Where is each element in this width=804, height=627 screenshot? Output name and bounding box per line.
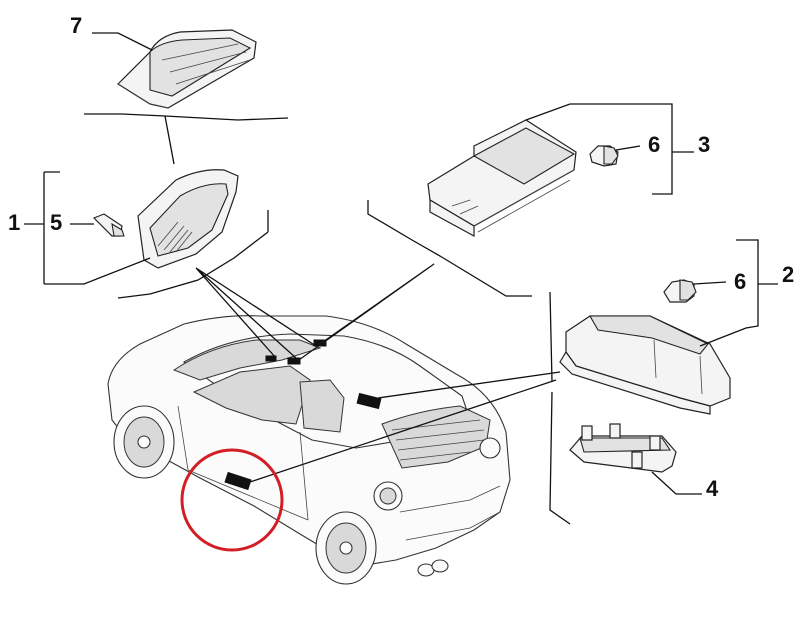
part-6-bulb-a xyxy=(589,145,619,167)
highlight-circle xyxy=(180,448,284,552)
bracket-3 xyxy=(525,103,694,195)
callout-5: 5 xyxy=(50,210,62,235)
callout-1: 1 xyxy=(8,210,20,235)
guide-7 xyxy=(84,113,289,165)
callout-7: 7 xyxy=(70,13,82,38)
part-5-bulb xyxy=(92,213,125,237)
part-1-interior-lamp xyxy=(137,169,239,269)
callout-6b: 6 xyxy=(734,269,746,294)
leader-6b xyxy=(693,281,727,285)
leader-to-door-lamp xyxy=(249,379,557,483)
part-7-lamp-housing xyxy=(117,29,257,109)
part-4-lens xyxy=(569,423,677,473)
guide-3 xyxy=(367,200,532,297)
bracket-1 xyxy=(24,171,151,285)
callout-6a: 6 xyxy=(648,132,660,157)
guide-2 xyxy=(549,291,571,525)
callout-2: 2 xyxy=(782,262,794,287)
callout-3: 3 xyxy=(698,132,710,157)
leader-to-roof-lamps xyxy=(195,263,435,363)
leader-to-boot-lamp xyxy=(377,371,561,399)
leader-4 xyxy=(651,471,702,495)
part-3-luggage-lamp xyxy=(427,119,577,238)
leader-6a xyxy=(615,145,641,151)
guide-1 xyxy=(117,210,269,299)
part-2-door-lamp xyxy=(559,315,731,415)
leader-7 xyxy=(92,32,153,51)
part-6-bulb-b xyxy=(663,279,697,303)
bracket-2 xyxy=(699,239,778,347)
callout-4: 4 xyxy=(706,476,719,501)
car-illustration xyxy=(107,315,511,585)
